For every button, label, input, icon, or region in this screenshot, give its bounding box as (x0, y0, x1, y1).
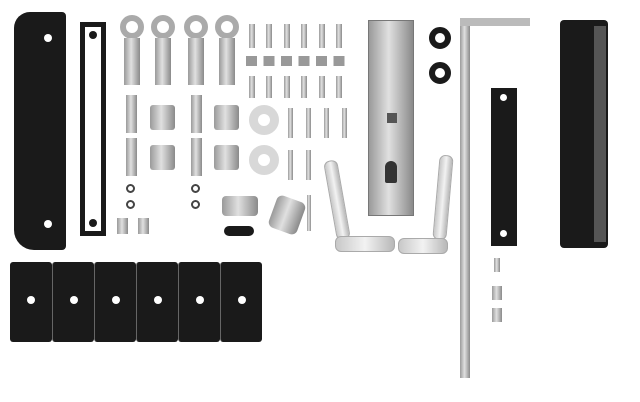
rubber-ring (429, 27, 451, 49)
left-black-bracket (14, 12, 66, 250)
rubber-ring (429, 62, 451, 84)
long-screw (307, 195, 311, 231)
keys (267, 193, 307, 237)
clip (220, 262, 262, 342)
clip (94, 262, 136, 342)
small-bushing (492, 308, 502, 322)
small-screw (494, 258, 500, 272)
small-black-bracket (491, 88, 517, 246)
clip (178, 262, 220, 342)
lock-cylinder (222, 196, 258, 216)
small-bushing (492, 286, 502, 300)
clip (52, 262, 94, 342)
mortise-lock-body (368, 20, 414, 216)
clip (136, 262, 178, 342)
drop-rod-handle (460, 18, 530, 26)
clip (10, 262, 52, 342)
black-frame (80, 22, 106, 236)
drop-rod (460, 22, 470, 378)
cylinder-caps (224, 226, 254, 236)
right-black-channel (560, 20, 608, 248)
